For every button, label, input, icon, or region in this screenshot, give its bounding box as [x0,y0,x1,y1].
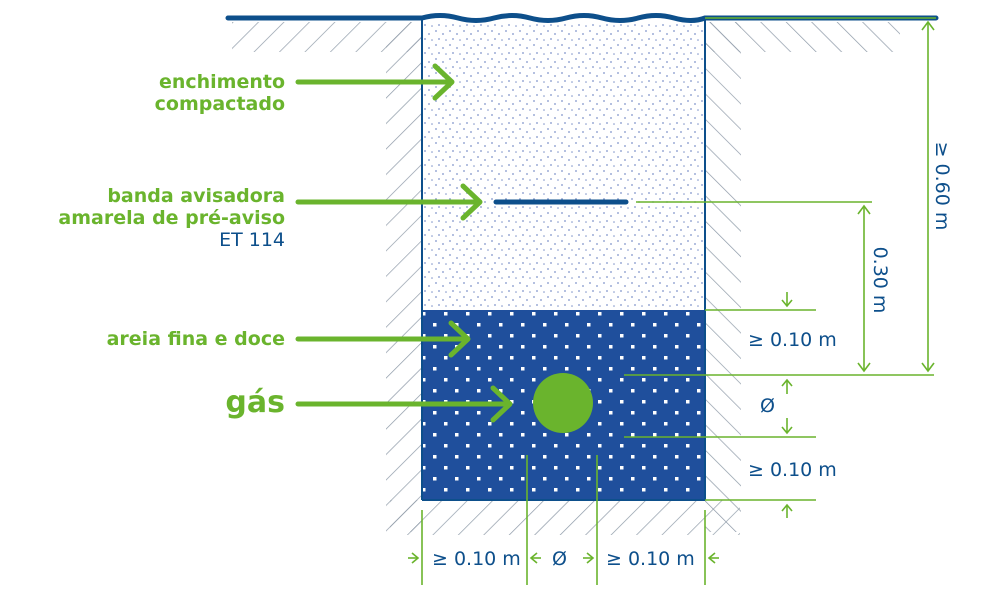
dim-bottom-right: ≥ 0.10 m [606,548,695,570]
right-dimension-lines [624,17,936,518]
ground-surface-line [225,13,939,23]
dim-sand-below-pipe: ≥ 0.10 m [748,459,837,481]
dim-pipe-diameter: Ø [760,395,775,417]
gas-label: gás [225,385,285,420]
tape-label-line2: amarela de pré-aviso [58,207,285,229]
compacted-fill-texture [422,22,705,310]
dim-bottom-left: ≥ 0.10 m [432,548,521,570]
gas-pipe [533,373,593,433]
dim-tape-height: 0.30 m [869,247,891,314]
fill-label-line1: enchimento [159,71,285,93]
soil-hatching [232,22,900,535]
bottom-dimension-lines [408,455,719,585]
sand-label: areia fina e doce [107,328,285,350]
dim-min-depth: ≥ 0.60 m [931,142,953,231]
tape-label-spec: ET 114 [219,229,285,251]
fill-label-line2: compactado [155,93,285,115]
dim-sand-above-pipe: ≥ 0.10 m [748,329,837,351]
dim-bottom-diameter: Ø [552,548,567,570]
tape-label-line1: banda avisadora [107,185,285,207]
label-arrows [295,63,513,423]
